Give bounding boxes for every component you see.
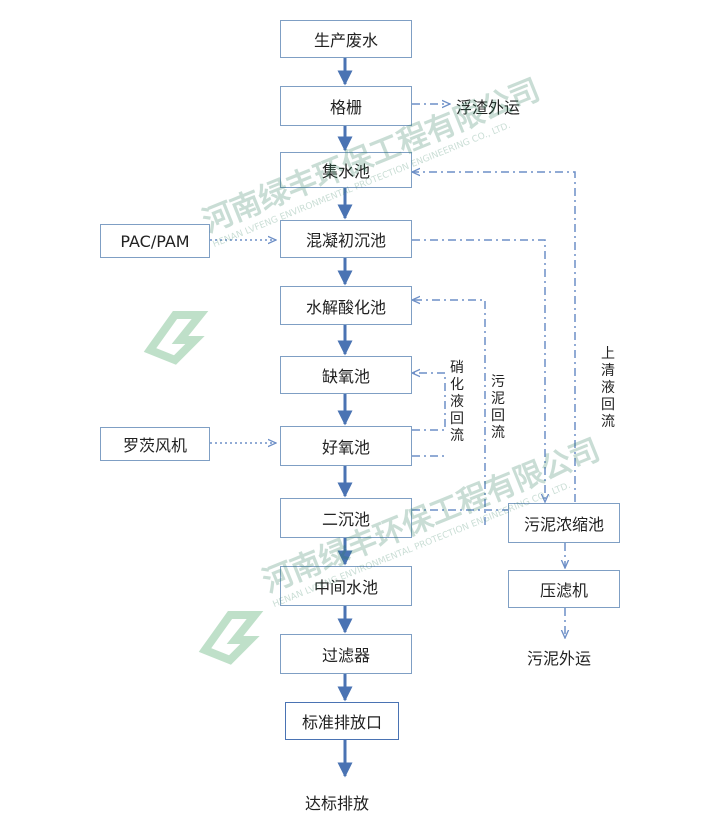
final-output-label: 达标排放 [305,794,370,813]
input-box-pac: PAC/PAM [100,224,210,258]
sludge-out-label: 污泥外运 [527,649,592,668]
flow-box-aerobic: 好氧池 [280,426,412,466]
flow-box-collection-tank: 集水池 [280,152,412,188]
sludge-thickener-box: 污泥浓缩池 [508,503,620,543]
flow-box-filter: 过滤器 [280,634,412,674]
supernatant-return-label: 上清液回流 [601,346,615,430]
sludge-return-label: 污泥回流 [491,374,505,441]
scum-label: 浮渣外运 [456,98,521,117]
nitrification-return-label: 硝化液回流 [450,360,464,444]
flow-box-wastewater: 生产废水 [280,20,412,58]
flow-box-secondary-clarifier: 二沉池 [280,498,412,538]
flow-box-screen: 格栅 [280,86,412,126]
filter-press-box: 压滤机 [508,570,620,608]
flow-box-hydrolysis: 水解酸化池 [280,286,412,325]
flow-box-intermediate-tank: 中间水池 [280,566,412,606]
flow-box-anoxic: 缺氧池 [280,356,412,394]
flow-box-discharge-outlet: 标准排放口 [285,702,399,740]
input-box-blower: 罗茨风机 [100,427,210,461]
flow-box-primary-clarifier: 混凝初沉池 [280,220,412,258]
